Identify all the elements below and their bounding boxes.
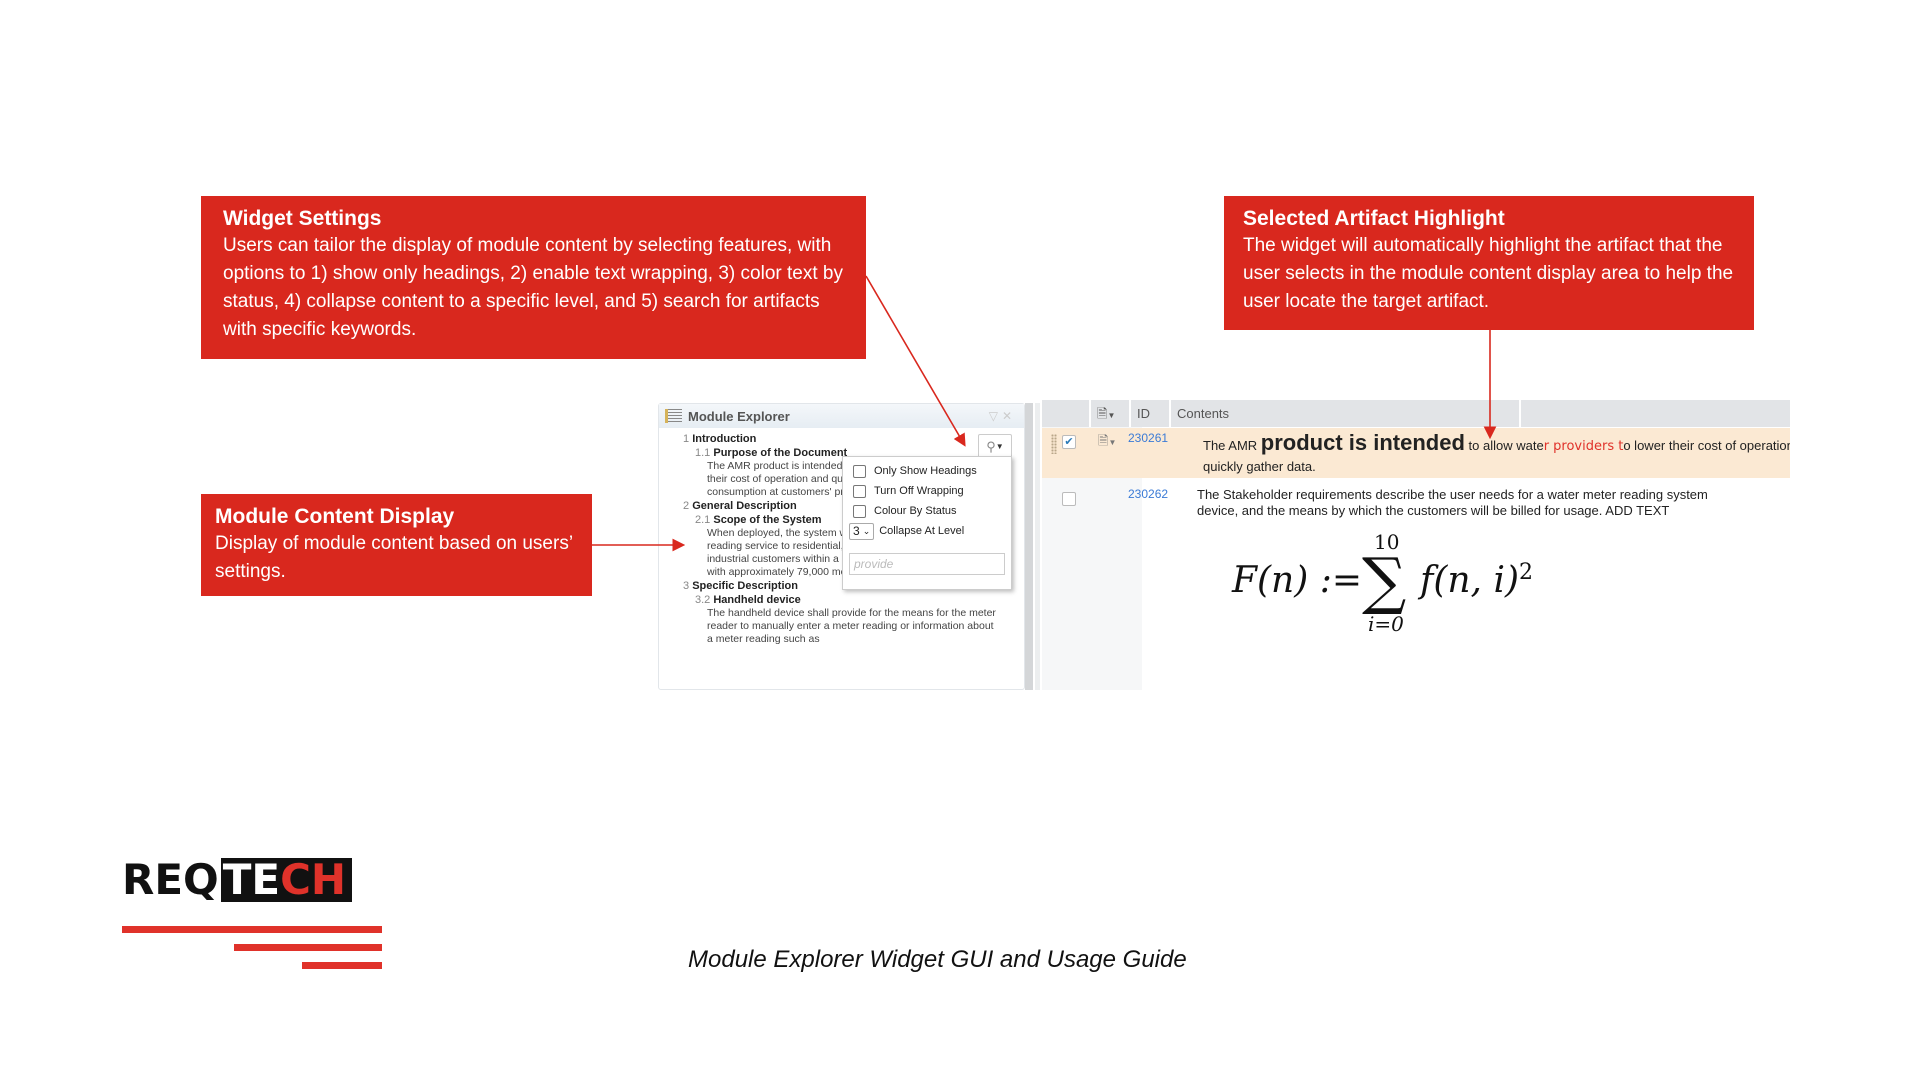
minimize-icon[interactable]: ▽ — [988, 409, 1002, 423]
select-column-header — [1042, 400, 1091, 427]
widget-header: Module Explorer ▽✕ — [659, 404, 1024, 428]
widget-settings-callout: Widget Settings Users can tailor the dis… — [201, 196, 866, 359]
callout-title: Module Content Display — [215, 505, 455, 528]
id-column-header[interactable]: ID — [1131, 400, 1171, 427]
panel-splitter[interactable] — [1025, 403, 1033, 690]
checkbox[interactable] — [853, 504, 866, 518]
scrollbar[interactable] — [1035, 403, 1040, 690]
turn-off-wrapping-option[interactable]: Turn Off Wrapping — [849, 481, 1005, 501]
list-icon — [665, 409, 682, 423]
page-caption: Module Explorer Widget GUI and Usage Gui… — [688, 946, 1187, 973]
dropdown-arrow-icon: ▼ — [995, 442, 1004, 451]
chevron-down-icon: ⌄ — [862, 525, 871, 536]
collapse-level-select[interactable]: 3⌄ — [849, 522, 875, 540]
callout-body: Display of module content based on users… — [215, 533, 573, 582]
settings-popup: Only Show Headings Turn Off Wrapping Col… — [842, 456, 1012, 590]
callout-body: Users can tailor the display of module c… — [223, 235, 843, 340]
tree-item[interactable]: 1.1 Purpose of the Document — [695, 447, 848, 459]
module-content-callout: Module Content Display Display of module… — [201, 494, 592, 596]
tree-item[interactable]: 2.1 Scope of the System — [695, 514, 822, 526]
tree-item[interactable]: 2 General Description — [683, 500, 797, 512]
document-icon: 🗎 — [1097, 406, 1108, 421]
collapse-level-option: 3⌄ Collapse At Level — [849, 521, 1005, 541]
widget-title: Module Explorer — [688, 408, 790, 424]
table-row-selected[interactable]: ✔ 🗎▼ 230261 The AMR product is intended … — [1042, 428, 1790, 478]
document-icon[interactable]: 🗎▼ — [1098, 433, 1117, 448]
tree-item[interactable]: 1 Introduction — [683, 433, 757, 445]
artifact-text: The AMR product is intended to allow wat… — [1203, 430, 1790, 455]
row-checkbox[interactable]: ✔ — [1062, 435, 1076, 449]
selected-artifact-callout: Selected Artifact Highlight The widget w… — [1224, 196, 1754, 330]
only-show-headings-option[interactable]: Only Show Headings — [849, 461, 1005, 481]
callout-title: Selected Artifact Highlight — [1243, 207, 1505, 230]
artifact-text-line2: device, and the means by which the custo… — [1197, 503, 1670, 518]
row-checkbox[interactable] — [1062, 492, 1076, 506]
tree-text[interactable]: The handheld device shall provide for th… — [707, 607, 996, 645]
checkbox[interactable] — [853, 464, 866, 478]
artifact-type-column-header[interactable]: 🗎▼ — [1091, 400, 1131, 427]
dropdown-arrow-icon: ▼ — [1107, 411, 1116, 420]
module-grid: 🗎▼ ID Contents ✔ 🗎▼ 230261 The AMR produ… — [1042, 400, 1790, 690]
artifact-text-line2: quickly gather data. — [1203, 459, 1316, 474]
colour-by-status-option[interactable]: Colour By Status — [849, 501, 1005, 521]
tree-item[interactable]: 3 Specific Description — [683, 580, 798, 592]
drag-handle-icon[interactable] — [1051, 434, 1057, 454]
artifact-id-link[interactable]: 230261 — [1128, 431, 1169, 445]
checkbox[interactable] — [853, 484, 866, 498]
sigma-symbol: ∑ — [1362, 544, 1407, 617]
close-icon[interactable]: ✕ — [1001, 409, 1016, 423]
tree-item[interactable]: 3.2 Handheld device — [695, 594, 801, 606]
settings-search-button[interactable]: ⚲▼ — [978, 434, 1012, 459]
contents-column-header[interactable]: Contents — [1171, 400, 1521, 427]
artifact-id-link[interactable]: 230262 — [1128, 487, 1169, 501]
artifact-text: The Stakeholder requirements describe th… — [1197, 487, 1708, 502]
search-settings-icon: ⚲ — [986, 438, 996, 454]
keyword-search-input[interactable]: provide — [849, 553, 1005, 575]
grid-header: 🗎▼ ID Contents — [1042, 400, 1790, 427]
callout-title: Widget Settings — [223, 207, 382, 230]
reqtech-logo: REQ TECH — [122, 858, 382, 969]
callout-body: The widget will automatically highlight … — [1243, 235, 1734, 312]
extra-column-header — [1521, 400, 1790, 427]
